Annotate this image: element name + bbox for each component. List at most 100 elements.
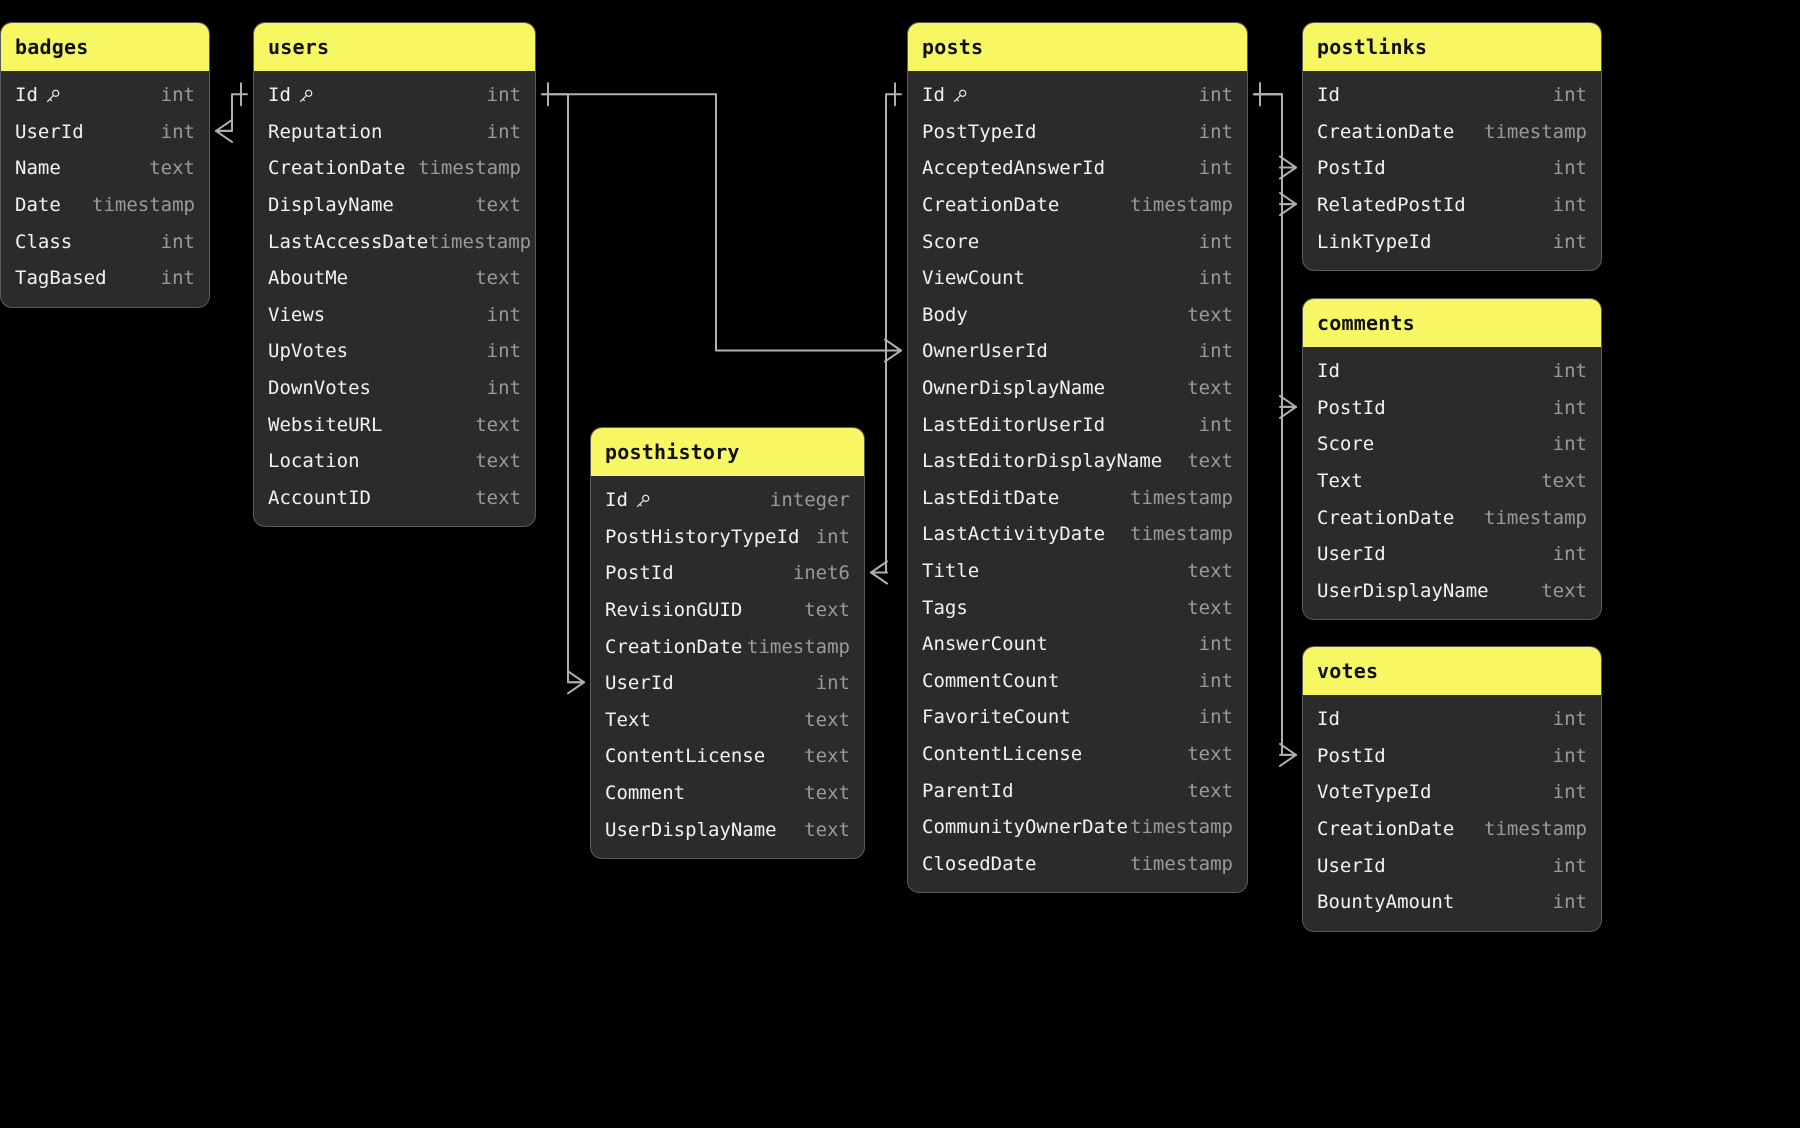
relationship-line — [1279, 192, 1297, 206]
field-name-wrap: UserId — [605, 672, 674, 694]
field-name-wrap: AcceptedAnswerId — [922, 157, 1105, 179]
field-name-wrap: FavoriteCount — [922, 706, 1071, 728]
field-type: int — [1552, 396, 1587, 419]
field-type: text — [804, 745, 850, 768]
field-name: BountyAmount — [1317, 891, 1455, 914]
field-name-wrap: Views — [268, 304, 325, 326]
table-title-users: users — [254, 23, 535, 71]
field-type: text — [1187, 560, 1233, 583]
field-name: UserId — [605, 672, 674, 695]
field-name-wrap: ContentLicense — [922, 743, 1082, 765]
field-type: int — [1552, 543, 1587, 566]
field-name-wrap: Score — [1317, 433, 1374, 455]
field-name-wrap: RelatedPostId — [1317, 194, 1466, 216]
field-name-wrap: LastActivityDate — [922, 523, 1105, 545]
field-name: Id — [1317, 84, 1340, 107]
field-name-wrap: PostId — [1317, 397, 1386, 419]
field-name-wrap: LastEditDate — [922, 487, 1059, 509]
field-row[interactable]: PostId int — [1303, 390, 1601, 427]
field-type: int — [160, 84, 195, 107]
field-name-wrap: TagBased — [15, 267, 107, 289]
field-name-wrap: Tags — [922, 597, 968, 619]
field-name-wrap: WebsiteURL — [268, 414, 382, 436]
field-name-wrap: Id — [605, 489, 651, 511]
